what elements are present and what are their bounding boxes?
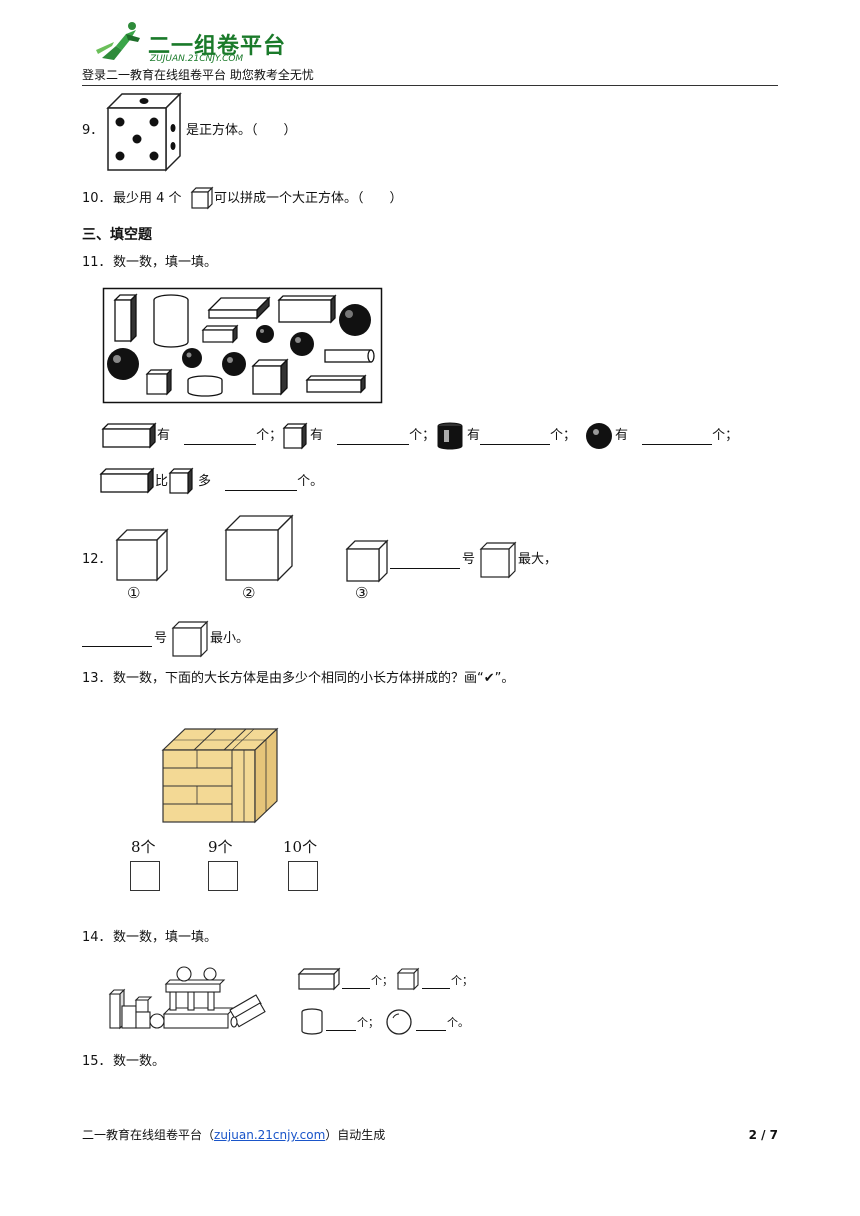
runner-logo-icon <box>96 22 140 60</box>
q10-number: 10． <box>82 191 112 206</box>
cube-count-blank[interactable] <box>337 428 410 445</box>
q11-row1-g: 有 个； <box>615 427 738 445</box>
cube-3-label: ③ <box>355 584 369 602</box>
cylinder-icon <box>301 1008 323 1035</box>
q14-cuboid-blank[interactable] <box>342 974 370 989</box>
q15-text: 数一数。 <box>113 1054 166 1069</box>
option-8-checkbox[interactable] <box>130 861 160 891</box>
cuboid-icon <box>99 467 155 494</box>
footer-text-b: ）自动生成 <box>325 1128 386 1142</box>
q14-unit-2: 个； <box>451 974 473 987</box>
label-duo: 多 <box>198 474 212 489</box>
cube-icon <box>282 422 308 450</box>
option-9-checkbox[interactable] <box>208 861 238 891</box>
q9-text: 是正方体。（ ） <box>186 123 297 138</box>
footer-source: 二一教育在线组卷平台（zujuan.21cnjy.com）自动生成 <box>82 1126 385 1144</box>
q14-sphere-blank[interactable] <box>416 1016 446 1031</box>
logo-title: 二一组卷平台 <box>148 34 287 59</box>
cylinder-count-blank[interactable] <box>480 428 551 445</box>
cube-1-label: ① <box>127 584 141 602</box>
dice-cube-image <box>106 92 182 172</box>
label-you: 有 <box>615 428 629 443</box>
q11-row2-a: 比 <box>155 474 169 489</box>
header-tagline: 登录二一教育在线组卷平台 助您教考全无忧 <box>82 68 314 82</box>
cube-1-image <box>115 528 169 582</box>
cube-2-image <box>224 514 294 582</box>
footer-text-a: 二一教育在线组卷平台（ <box>82 1128 215 1142</box>
label-ge: 个； <box>550 428 577 443</box>
q12-hao-1: 号 <box>462 552 476 567</box>
sphere-count-blank[interactable] <box>642 428 713 445</box>
brick-cuboid-image <box>161 727 279 824</box>
cube-icon <box>168 467 194 495</box>
difference-blank[interactable] <box>225 474 298 491</box>
q12-smallest: 最小。 <box>210 631 250 646</box>
q11-row1-e: 有 个； <box>467 427 576 445</box>
q14-number: 14． <box>82 930 112 945</box>
header-logo: 二一组卷平台 ZUJUAN.21CNJY.COM <box>92 18 292 66</box>
label-you: 有 <box>157 428 171 443</box>
page-number: 2 / 7 <box>748 1128 778 1142</box>
q11-row2-b: 多 个。 <box>198 473 323 491</box>
q12-number: 12． <box>82 552 112 567</box>
block-structure-image <box>108 966 266 1030</box>
option-9-label: 9个 <box>208 838 233 856</box>
q14-cylinder-blank[interactable] <box>326 1016 356 1031</box>
header-rule <box>82 85 778 86</box>
largest-number-blank[interactable] <box>390 551 460 569</box>
option-10-label: 10个 <box>283 838 318 856</box>
label-you: 有 <box>467 428 481 443</box>
cylinder-icon <box>437 422 463 450</box>
q9-number: 9． <box>82 123 104 138</box>
q14-unit-1: 个； <box>371 974 393 987</box>
q11-text: 数一数，填一填。 <box>113 255 218 270</box>
cube-3-image <box>345 539 389 583</box>
q14-unit-3: 个； <box>357 1016 379 1029</box>
q14-unit-4: 个。 <box>447 1016 469 1029</box>
label-ge: 个； <box>712 428 739 443</box>
cube-icon <box>171 620 209 658</box>
q11-row1-a: 有 个； <box>157 427 282 445</box>
q13-number: 13． <box>82 671 112 686</box>
q14-cube-blank[interactable] <box>422 974 450 989</box>
cuboid-icon <box>297 967 341 991</box>
sphere-outline-icon <box>386 1009 412 1035</box>
label-ge: 个； <box>256 428 283 443</box>
cube-2-label: ② <box>242 584 256 602</box>
cube-icon <box>396 967 420 991</box>
q11-row1-c: 有 个； <box>310 427 435 445</box>
q10-text-b: 可以拼成一个大正方体。（ ） <box>214 191 403 206</box>
smallest-number-blank[interactable] <box>82 629 152 647</box>
option-10-checkbox[interactable] <box>288 861 318 891</box>
shapes-box-image <box>102 287 383 404</box>
section-title: 三、填空题 <box>82 227 152 243</box>
cuboid-icon <box>101 422 157 449</box>
q14-text: 数一数，填一填。 <box>113 930 218 945</box>
label-ge: 个； <box>409 428 436 443</box>
q15-number: 15． <box>82 1054 112 1069</box>
q12-hao-2: 号 <box>154 631 168 646</box>
label-ge: 个。 <box>297 474 324 489</box>
small-cube-icon <box>190 186 214 210</box>
q13-text: 数一数，下面的大长方体是由多少个相同的小长方体拼成的？画“✔”。 <box>113 671 515 686</box>
option-8-label: 8个 <box>131 838 156 856</box>
q10-text-a: 最少用 4 个 <box>113 191 182 206</box>
cuboid-count-blank[interactable] <box>184 428 257 445</box>
q11-number: 11． <box>82 255 112 270</box>
logo-subtitle: ZUJUAN.21CNJY.COM <box>150 54 244 64</box>
q12-largest: 最大， <box>518 552 558 567</box>
sphere-icon <box>586 423 612 449</box>
cube-icon <box>479 541 517 579</box>
footer-link[interactable]: zujuan.21cnjy.com <box>214 1128 326 1142</box>
label-you: 有 <box>310 428 324 443</box>
